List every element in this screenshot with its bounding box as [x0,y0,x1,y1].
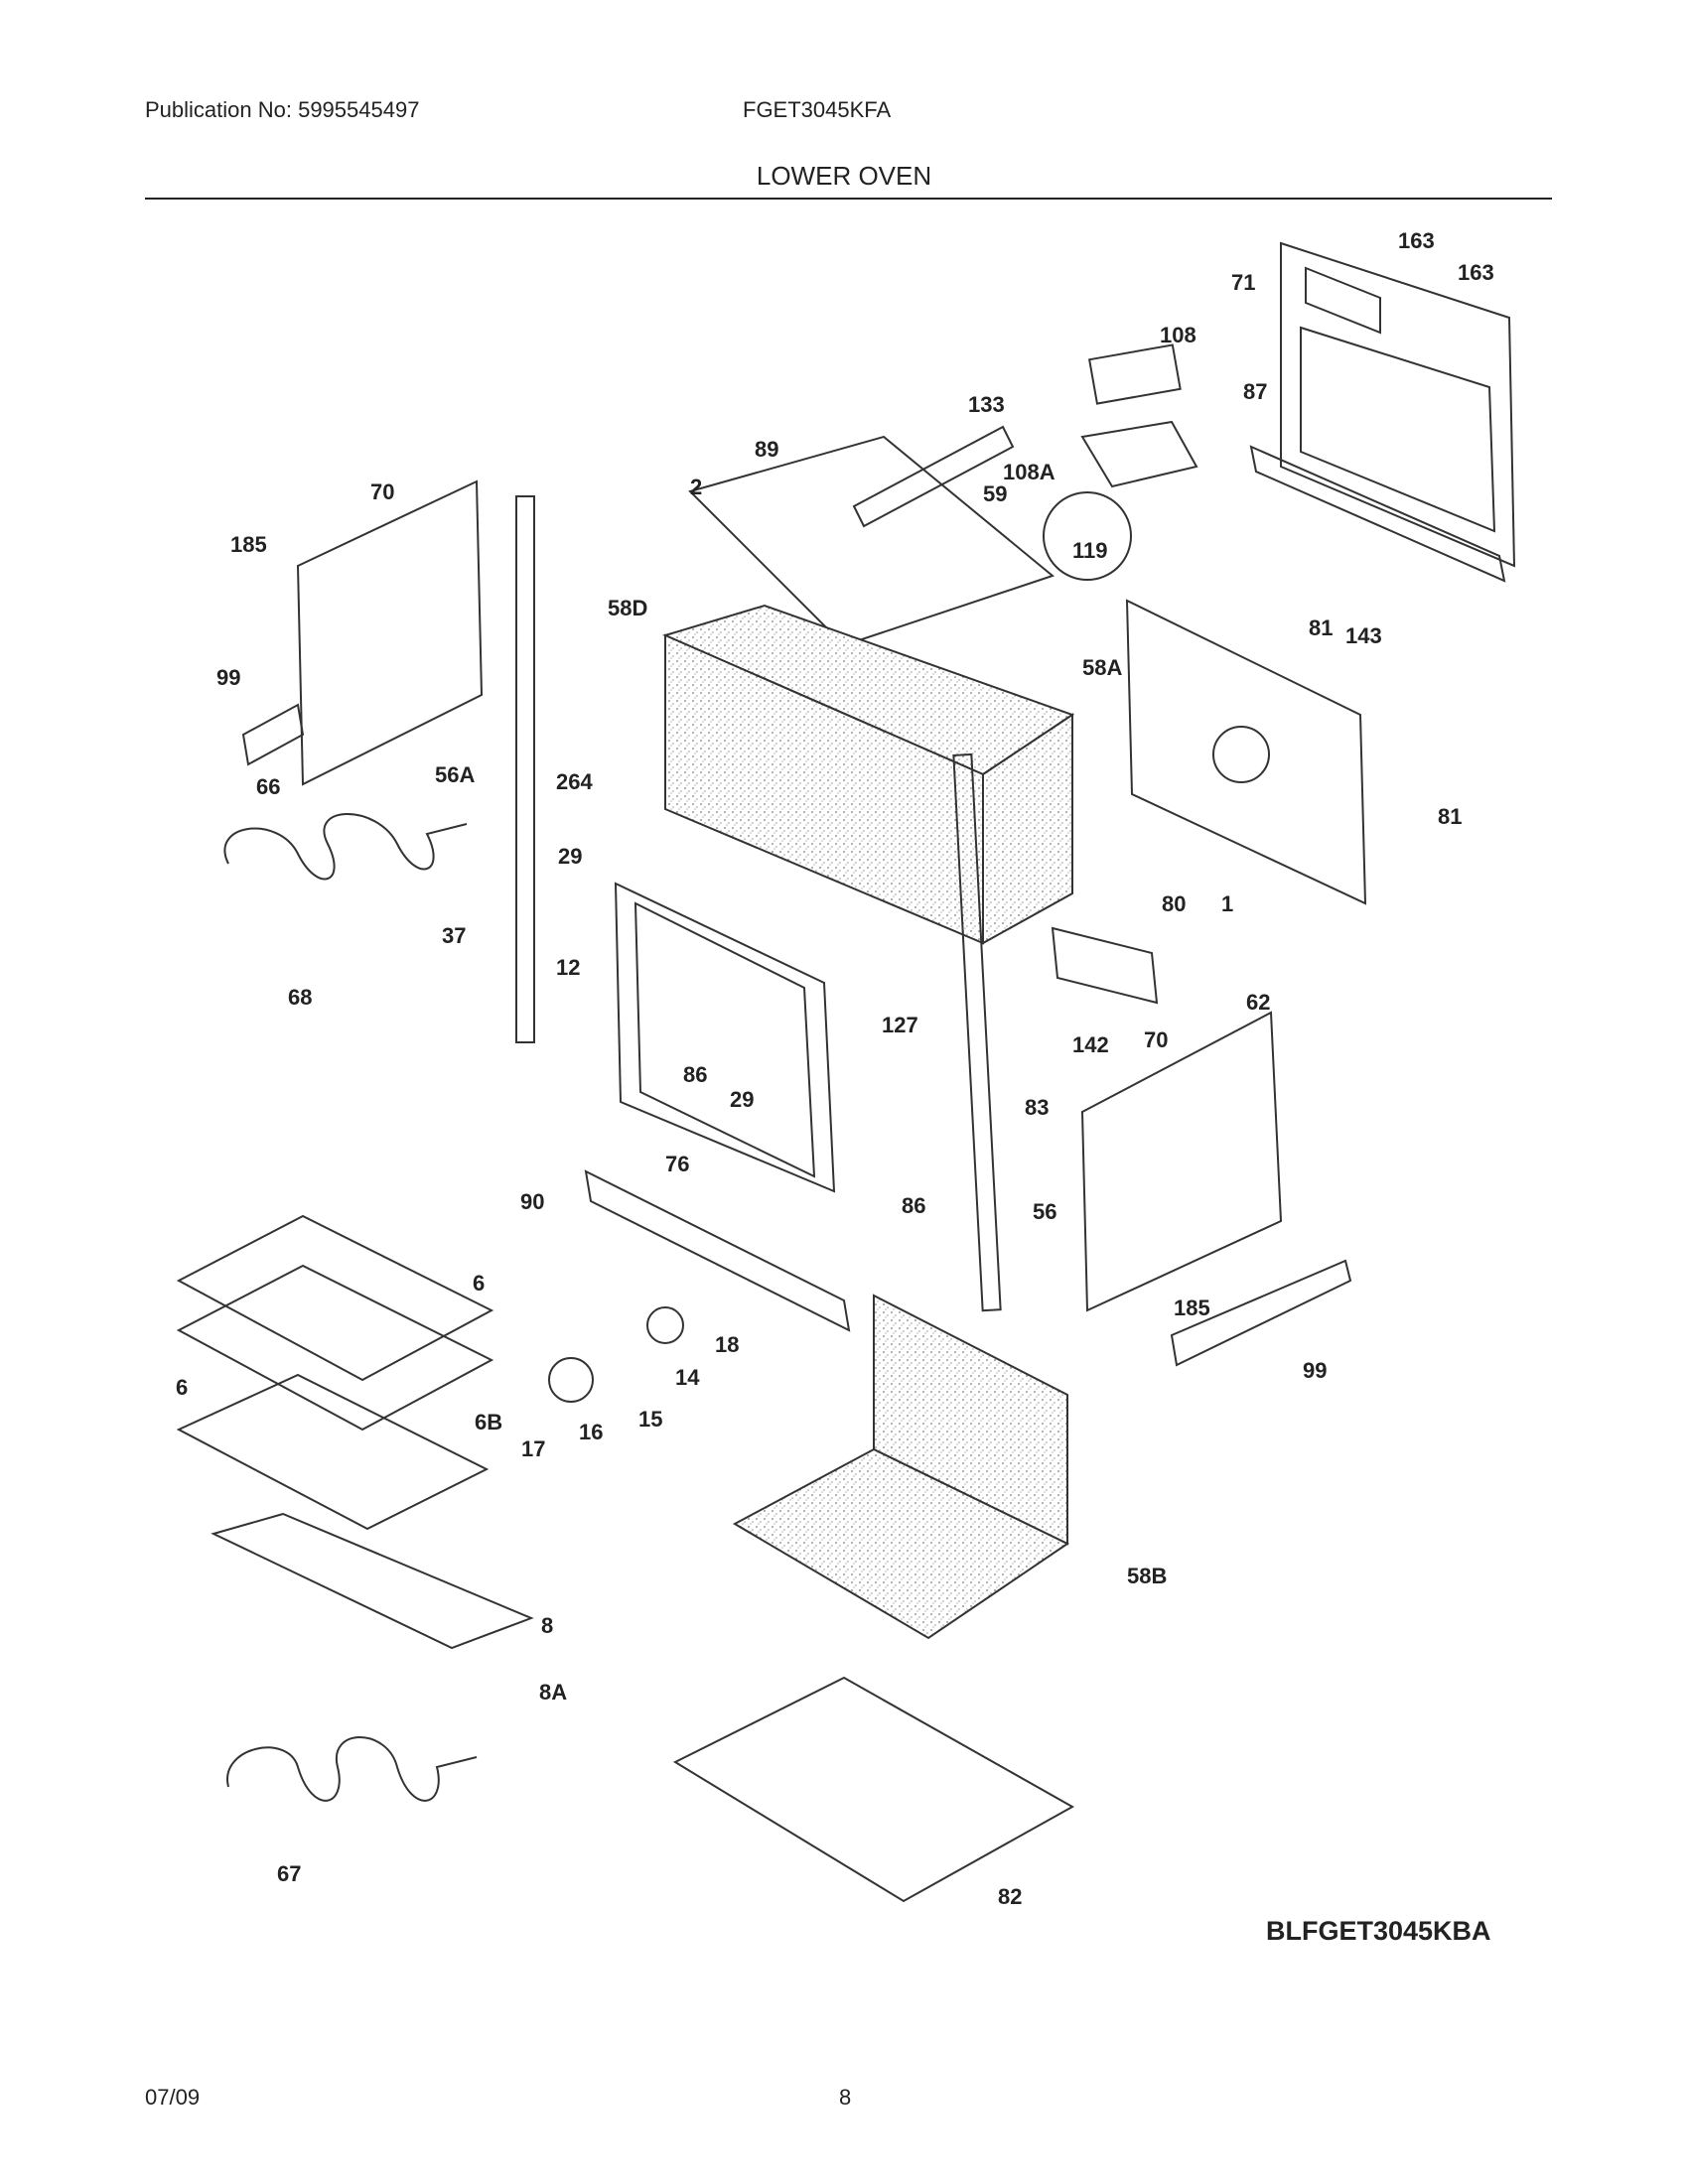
callout-label: 142 [1072,1032,1109,1057]
broil-element-67 [226,1736,478,1802]
callout-labels: 163 163 71 108 87 133 89 2 108A 59 119 7… [176,228,1494,1909]
side-rail-56 [952,752,1002,1312]
light-16 [548,1357,594,1403]
callout-label: 6B [475,1410,502,1434]
callout-label: 58A [1082,655,1122,680]
callout-label: 86 [902,1193,925,1218]
callout-label: 99 [1303,1358,1327,1383]
bracket-108a [1080,420,1198,488]
callout-label: 67 [277,1861,301,1886]
bottom-panel-8 [211,1512,534,1650]
trim-142 [1051,926,1159,1005]
diagram-code: BLFGET3045KBA [1266,1916,1491,1946]
callout-label: 18 [715,1332,739,1357]
callout-label: 56 [1033,1199,1056,1224]
callout-label: 108 [1160,323,1196,347]
callout-label: 108A [1003,460,1055,484]
callout-label: 59 [983,481,1007,506]
bottom-pan-82 [672,1676,1075,1903]
callout-label: 29 [558,844,582,869]
callout-label: 16 [579,1420,603,1444]
page-number: 8 [839,2085,852,2110]
publication-number: Publication No: 5995545497 [145,97,420,122]
callout-label: 119 [1072,538,1108,563]
callout-label: 66 [256,774,280,799]
header-rule [145,198,1552,200]
oven-racks-6 [176,1214,494,1531]
callout-label: 56A [435,762,475,787]
vent-108 [1087,343,1182,405]
callout-label: 37 [442,923,466,948]
callout-label: 127 [882,1013,918,1037]
callout-label: 58B [1127,1564,1167,1588]
socket-18 [646,1306,684,1344]
bracket-99-right [1170,1259,1352,1367]
callout-label: 70 [370,479,394,504]
back-wall-1 [1125,599,1367,905]
side-rail-56a [515,495,535,1043]
callout-label: 133 [968,392,1005,417]
model-number: FGET3045KFA [743,97,892,122]
side-panel-70-left [296,479,484,786]
bake-element-66 [223,813,468,881]
detail-circle-119 [1043,491,1132,581]
callout-label: 80 [1162,891,1186,916]
callout-label: 68 [288,985,312,1010]
callout-label: 185 [1174,1296,1210,1320]
callout-label: 99 [216,665,240,690]
rear-panel-71 [1280,241,1516,568]
callout-label: 1 [1221,891,1233,916]
callout-label: 163 [1458,260,1494,285]
callout-label: 12 [556,955,580,980]
side-panel-70-right [1080,1011,1283,1312]
top-plate-2 [688,435,1055,647]
callout-label: 2 [690,475,702,499]
callout-label: 8A [539,1680,567,1705]
callout-label: 8 [541,1613,553,1638]
callout-label: 82 [998,1884,1022,1909]
callout-label: 58D [608,596,647,620]
callout-label: 81 [1309,615,1333,640]
callout-label: 6 [473,1271,485,1296]
callout-label: 143 [1345,623,1382,648]
callout-label: 76 [665,1152,689,1176]
bracket-99-left [241,703,305,766]
section-title: LOWER OVEN [756,161,932,191]
callout-label: 87 [1243,379,1267,404]
callout-label: 163 [1398,228,1435,253]
callout-label: 89 [755,437,778,462]
callout-label: 81 [1438,804,1462,829]
callout-label: 15 [638,1407,662,1432]
front-trim-90 [584,1169,851,1332]
callout-label: 29 [730,1087,754,1112]
callout-label: 264 [556,769,593,794]
callout-label: 86 [683,1062,707,1087]
publication-date: 07/09 [145,2085,201,2110]
callout-label: 6 [176,1375,188,1400]
callout-label: 83 [1025,1095,1049,1120]
door-frame-76 [614,882,836,1193]
callout-label: 62 [1246,990,1270,1015]
callout-label: 71 [1231,270,1255,295]
callout-label: 185 [230,532,267,557]
callout-label: 17 [521,1436,545,1461]
callout-label: 90 [520,1189,544,1214]
trim-87 [1249,445,1506,583]
callout-label: 70 [1144,1027,1168,1052]
callout-label: 14 [675,1365,700,1390]
channel-133 [852,425,1015,528]
